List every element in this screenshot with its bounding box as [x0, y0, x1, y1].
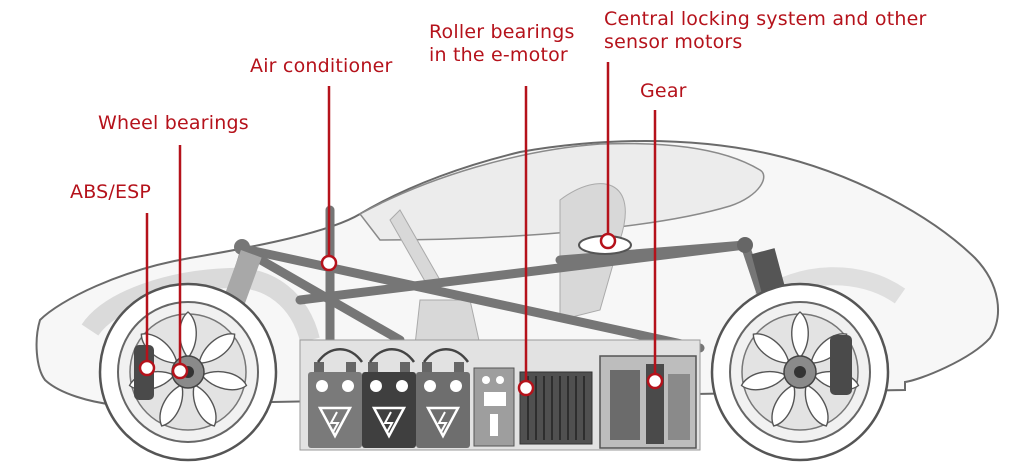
- label-roller-bearings: Roller bearings in the e-motor: [429, 21, 575, 67]
- gearbox: [599, 355, 697, 449]
- label-central-line2: sensor motors: [604, 31, 743, 53]
- label-central-locking: Central locking system and other sensor …: [604, 8, 927, 54]
- control-unit: [473, 367, 515, 447]
- rear-brake-caliper: [830, 335, 852, 395]
- label-central-line1: Central locking system and other: [604, 8, 927, 30]
- label-roller-line1: Roller bearings: [429, 21, 575, 43]
- rear-wheel: [710, 282, 890, 462]
- label-roller-line2: in the e-motor: [429, 44, 568, 66]
- callout-markers: [138, 232, 664, 397]
- label-air-conditioner: Air conditioner: [250, 55, 393, 77]
- label-wheel-bearings: Wheel bearings: [98, 112, 249, 134]
- label-gear: Gear: [640, 80, 687, 102]
- callout-lines: [145, 62, 657, 381]
- label-abs-esp: ABS/ESP: [70, 181, 152, 203]
- battery-pack: [306, 348, 472, 450]
